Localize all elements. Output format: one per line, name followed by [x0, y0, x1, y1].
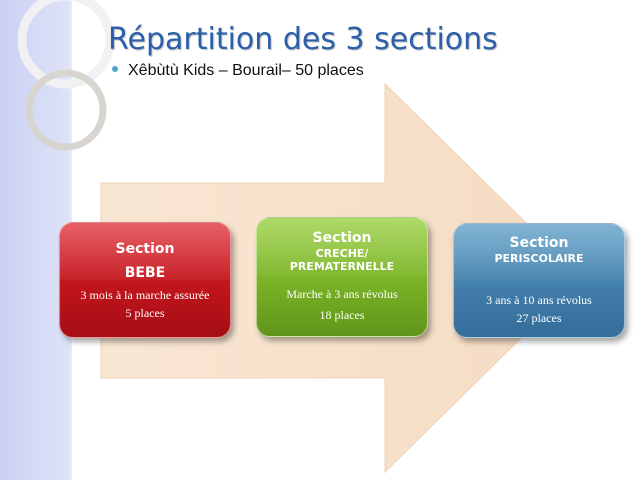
ring-middle [25, 69, 107, 151]
slide-title: Répartition des 3 sections [108, 22, 498, 57]
section-places: 18 places [319, 308, 365, 322]
section-age-range: 3 ans à 10 ans révolus [486, 293, 592, 307]
section-subtitle: CRECHE/ PREMATERNELLE [289, 247, 395, 273]
bullet-text: Xêbùtù Kids – Bourail– 50 places [128, 62, 364, 79]
section-box-creche: Section CRECHE/ PREMATERNELLE Marche à 3… [256, 217, 428, 337]
section-title: Section [312, 230, 372, 246]
section-title: Section [509, 235, 569, 251]
section-age-range: Marche à 3 ans révolus [286, 287, 398, 301]
bullet-item: Xêbùtù Kids – Bourail– 50 places [112, 60, 364, 80]
section-subtitle: PERISCOLAIRE [494, 252, 584, 265]
section-places: 27 places [516, 311, 562, 325]
section-places: 5 places [125, 306, 165, 320]
section-box-periscolaire: Section PERISCOLAIRE 3 ans à 10 ans révo… [453, 223, 625, 338]
section-age-range: 3 mois à la marche assurée [80, 288, 210, 302]
section-subtitle: BEBE [124, 265, 166, 281]
bullet-icon [112, 65, 118, 72]
ring-top [17, 0, 115, 89]
section-box-bebe: Section BEBE 3 mois à la marche assurée … [59, 222, 231, 338]
section-title: Section [115, 241, 175, 257]
